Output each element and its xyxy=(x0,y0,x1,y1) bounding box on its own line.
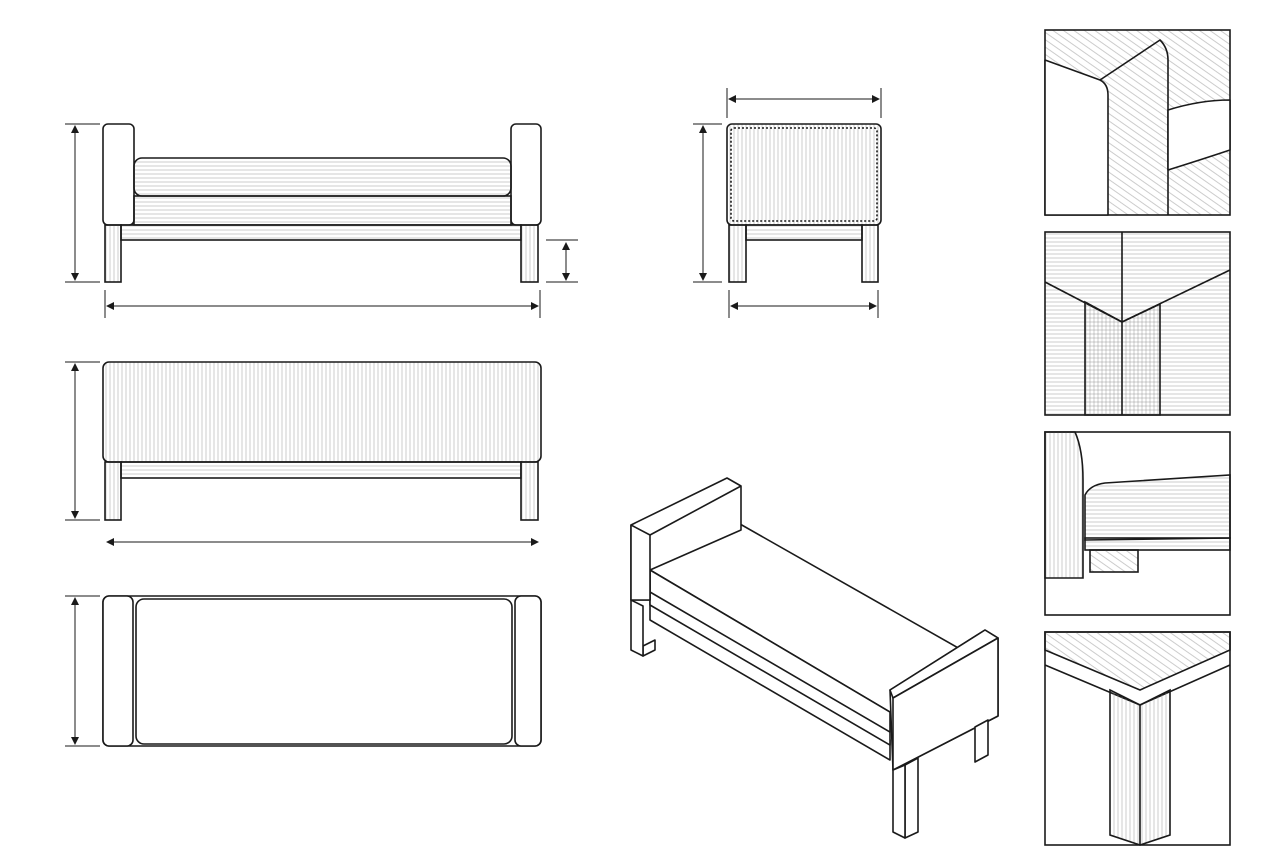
leg-corner-detail xyxy=(1044,631,1231,846)
leg xyxy=(904,757,919,839)
apron xyxy=(120,224,522,241)
front-view xyxy=(65,123,578,318)
leg xyxy=(104,224,122,283)
arm-side xyxy=(726,123,882,226)
side-view xyxy=(693,88,882,318)
leg-joint-detail xyxy=(1044,231,1231,416)
top-outline xyxy=(102,595,542,747)
arm-corner-detail xyxy=(1044,29,1231,216)
apron xyxy=(120,461,522,479)
seat-cushion-top xyxy=(135,598,513,745)
back-panel xyxy=(102,361,542,463)
right-arm xyxy=(510,123,542,226)
seat-cushion xyxy=(133,157,512,197)
leg xyxy=(520,224,539,283)
leg xyxy=(642,639,656,657)
leg xyxy=(630,599,644,657)
leg xyxy=(861,224,879,283)
leg xyxy=(974,719,989,763)
top-view xyxy=(65,595,542,747)
left-arm xyxy=(102,123,135,226)
leg xyxy=(104,461,122,521)
left-arm-top xyxy=(102,595,134,747)
cushion-detail xyxy=(1044,431,1231,616)
leg xyxy=(520,461,539,521)
back-view xyxy=(65,361,542,546)
base-upholstery xyxy=(133,195,512,226)
apron xyxy=(745,224,863,241)
right-arm-top xyxy=(514,595,542,747)
isometric-view xyxy=(630,477,999,839)
leg xyxy=(728,224,747,283)
